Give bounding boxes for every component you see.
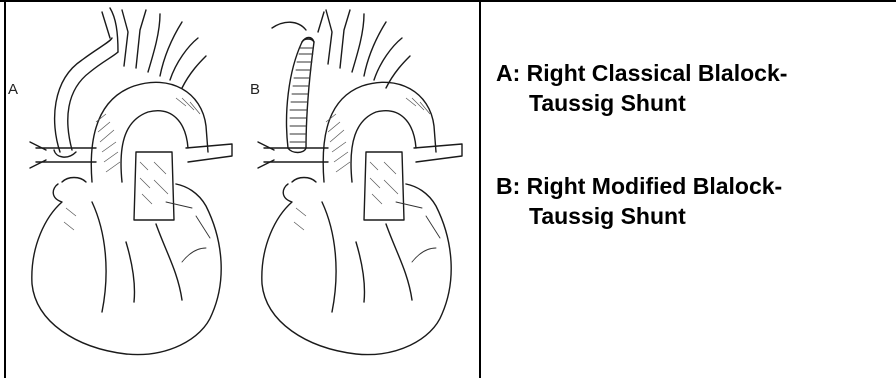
panel-b-label: B [250, 81, 260, 98]
heart-illustration: A [6, 2, 479, 378]
panel-divider [479, 0, 481, 378]
heart-b-drawing: B [250, 10, 462, 355]
caption-b: B: Right Modified Blalock- Taussig Shunt [496, 171, 886, 231]
caption-a-line2: Taussig Shunt [496, 88, 886, 118]
caption-b-line2: Taussig Shunt [496, 201, 886, 231]
heart-a-drawing: A [8, 8, 232, 355]
heart-drawings-svg: A [6, 2, 479, 378]
caption-area: A: Right Classical Blalock- Taussig Shun… [496, 58, 886, 231]
caption-b-line1: B: Right Modified Blalock- [496, 173, 782, 199]
panel-a-label: A [8, 81, 18, 98]
caption-a-line1: A: Right Classical Blalock- [496, 60, 787, 86]
caption-a: A: Right Classical Blalock- Taussig Shun… [496, 58, 886, 118]
